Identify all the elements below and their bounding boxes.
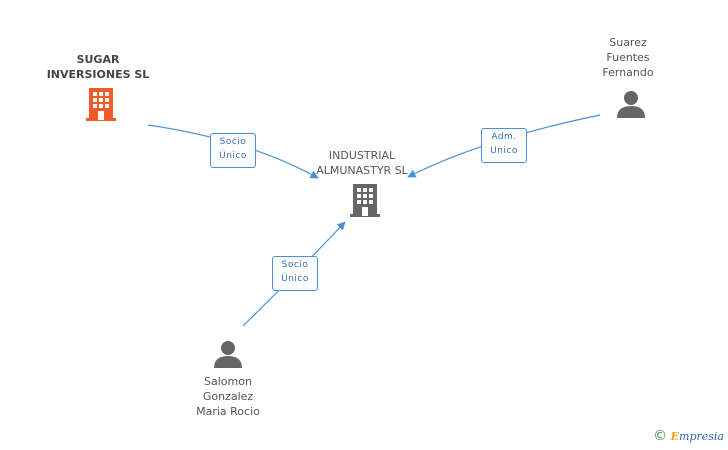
person-suarez-name[interactable]: Suarez Fuentes Fernando	[578, 35, 678, 80]
company-sugar-name-line1: SUGAR	[76, 53, 120, 66]
brand-name: Empresia	[671, 430, 724, 443]
edge-label-line1: Socio	[219, 137, 247, 147]
person-suarez-name-line2: Fuentes	[606, 51, 650, 64]
empresia-logo[interactable]: © Empresia	[653, 428, 724, 444]
person-icon[interactable]	[616, 89, 646, 119]
brand-rest: mpresia	[679, 430, 724, 443]
person-salomon-name-line2: Gonzalez	[202, 390, 254, 403]
building-icon[interactable]	[84, 86, 118, 122]
edge-label-sugar-socio-unico[interactable]: Socio Único	[210, 133, 256, 168]
edge-label-line1: Adm.	[491, 132, 517, 142]
edge-label-line2: Único	[281, 274, 309, 284]
copyright-icon: ©	[653, 428, 668, 444]
company-sugar-name-line2: INVERSIONES SL	[46, 68, 150, 81]
company-industrial-name-line2: ALMUNASTYR SL	[316, 164, 408, 177]
brand-initial: E	[670, 430, 680, 443]
building-icon[interactable]	[348, 182, 382, 218]
company-industrial-name-line1: INDUSTRIAL	[328, 149, 396, 162]
person-salomon-name[interactable]: Salomon Gonzalez Maria Rocio	[168, 374, 288, 419]
company-sugar-name[interactable]: SUGAR INVERSIONES SL	[38, 52, 158, 82]
person-salomon-name-line3: Maria Rocio	[196, 405, 260, 418]
edge-label-suarez-adm-unico[interactable]: Adm. Unico	[481, 128, 527, 163]
edge-label-line1: Socio	[281, 260, 309, 270]
person-suarez-name-line1: Suarez	[609, 36, 647, 49]
company-industrial-name[interactable]: INDUSTRIAL ALMUNASTYR SL	[302, 148, 422, 178]
edge-label-salomon-socio-unico[interactable]: Socio Único	[272, 256, 318, 291]
edge-label-line2: Unico	[490, 146, 518, 156]
edge-label-line2: Único	[219, 151, 247, 161]
person-suarez-name-line3: Fernando	[602, 66, 654, 79]
person-salomon-name-line1: Salomon	[204, 375, 252, 388]
person-icon[interactable]	[213, 339, 243, 369]
